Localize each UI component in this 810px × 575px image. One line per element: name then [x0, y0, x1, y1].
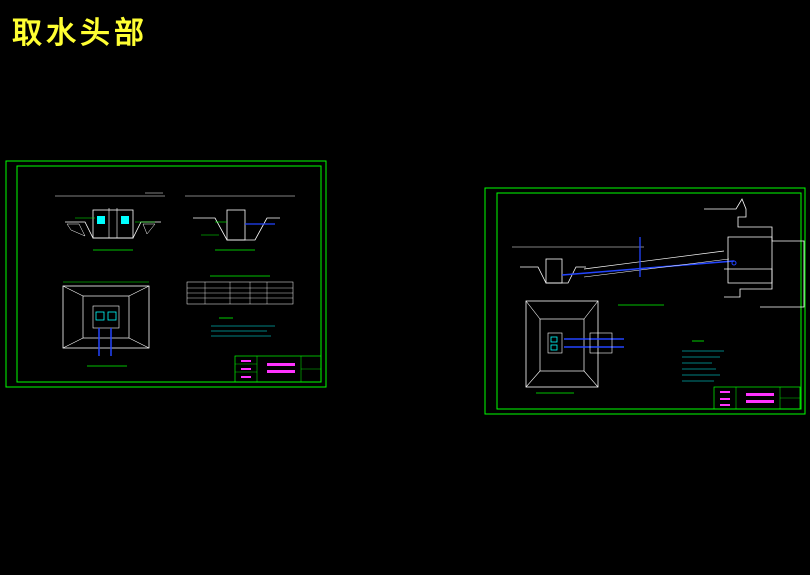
pipeline-profile	[512, 237, 735, 306]
title-block-left	[234, 355, 322, 383]
plan-view-left	[62, 281, 150, 367]
drawing-sheet-left[interactable]	[5, 160, 327, 388]
section-view-1	[55, 192, 165, 251]
notes-block-left	[211, 317, 275, 337]
page-title: 取水头部	[12, 16, 148, 51]
material-table	[186, 275, 294, 305]
section-view-2	[185, 195, 295, 251]
title-block-right	[713, 386, 801, 410]
building-structure	[704, 198, 805, 308]
plan-view-right	[525, 300, 624, 394]
notes-block-right	[682, 340, 724, 382]
drawing-sheet-right[interactable]	[484, 187, 806, 415]
